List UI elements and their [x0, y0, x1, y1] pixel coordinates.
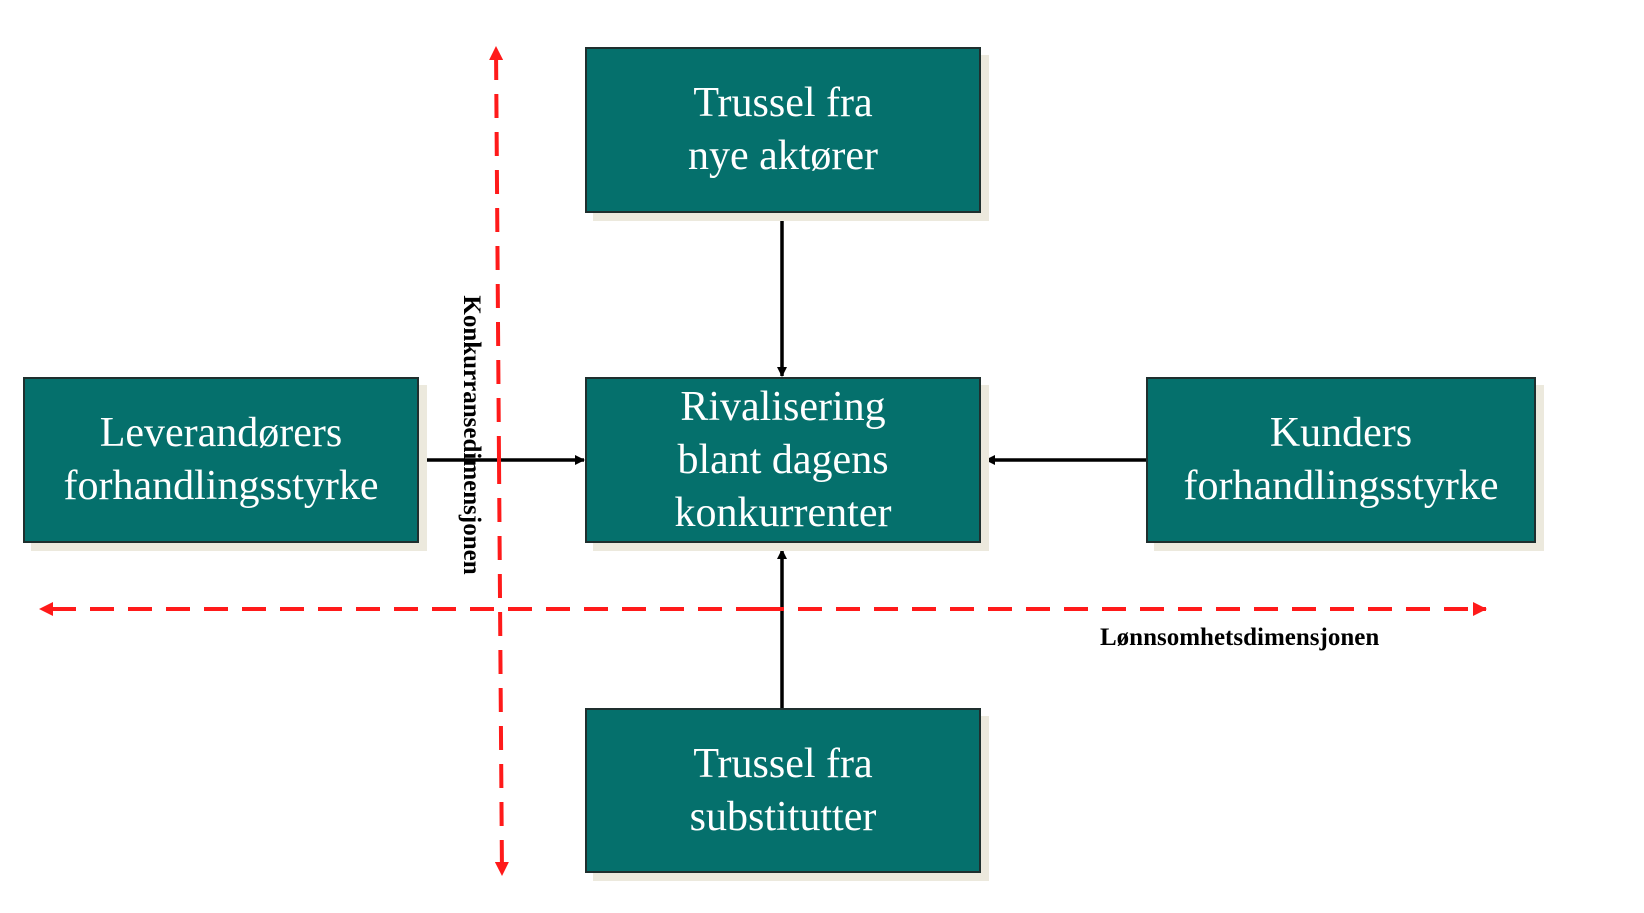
box-text-line: forhandlingsstyrke	[1183, 463, 1499, 509]
box-text-line: blant dagens	[677, 436, 889, 483]
box-supplier-power: Leverandørers forhandlingsstyrke	[23, 377, 419, 543]
horizontal-axis-label: Lønnsomhetsdimensjonen	[1100, 624, 1380, 651]
box-rivalry: Rivalisering blant dagens konkurrenter	[585, 377, 981, 543]
box-text-line: Trussel fra	[693, 80, 873, 126]
box-text-line: forhandlingsstyrke	[63, 463, 379, 509]
box-text-line: Leverandørers	[99, 410, 343, 456]
box-new-entrants: Trussel fra nye aktører	[585, 47, 981, 213]
box-text-line: nye aktører	[687, 133, 879, 179]
box-text-line: substitutter	[689, 793, 877, 840]
box-text-line: konkurrenter	[674, 489, 892, 536]
box-text-line: Trussel fra	[693, 740, 873, 787]
box-substitutes: Trussel fra substitutter	[585, 708, 981, 873]
box-text-line: Rivalisering	[680, 383, 886, 430]
box-text-line: Kunders	[1269, 410, 1413, 456]
box-buyer-power: Kunders forhandlingsstyrke	[1146, 377, 1536, 543]
vertical-axis-dashed-arrow-down	[494, 459, 509, 876]
vertical-axis-label: Konkurransedimensjonen	[458, 295, 485, 575]
vertical-axis-dashed-arrow-up	[489, 46, 504, 461]
